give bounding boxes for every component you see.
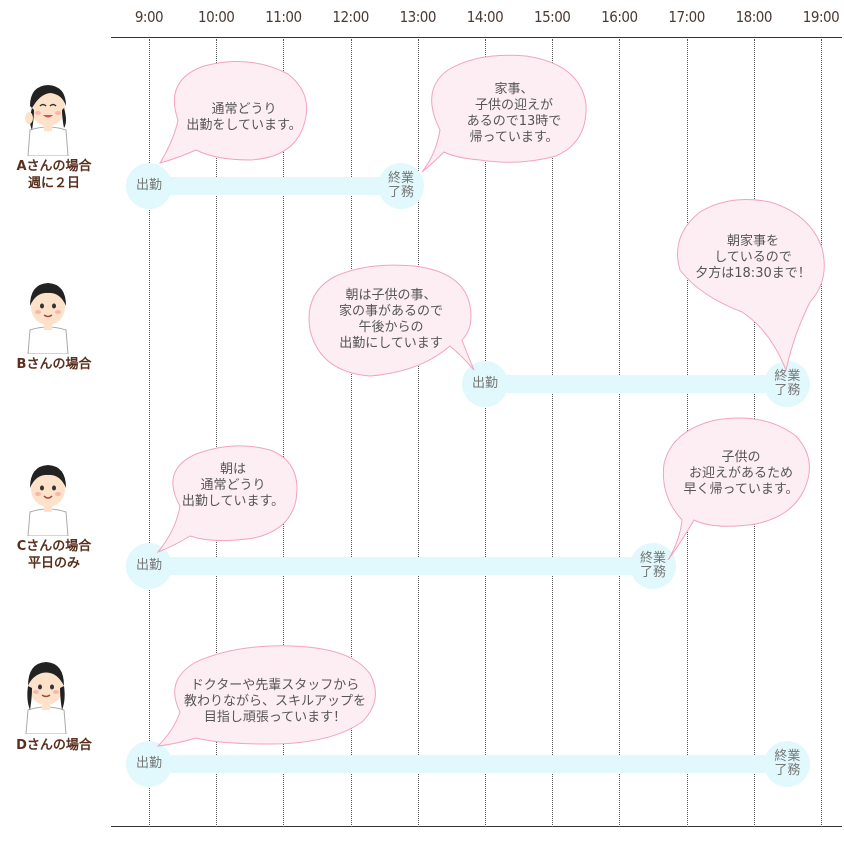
bubble-b2-text: 朝家事を しているので 夕方は18:30まで！ (695, 234, 811, 281)
hour-gridline (350, 39, 352, 827)
hour-label: 18:00 (735, 8, 773, 26)
avatar-c-icon (27, 465, 69, 536)
start-marker-d: 出勤 (126, 741, 172, 787)
bubble-c1-text: 朝は 通常どうり 出勤しています。 (181, 462, 285, 509)
hour-label: 12:00 (332, 8, 369, 26)
hour-gridline (149, 39, 150, 827)
top-axis-line (111, 37, 842, 38)
hour-gridline (821, 39, 822, 827)
hour-label: 11:00 (265, 8, 302, 26)
start-marker-c: 出勤 (126, 543, 172, 589)
bubble-a2-shape (421, 54, 587, 173)
avatar-a-icon (25, 85, 69, 156)
bubble-a1-shape (158, 61, 308, 164)
end-marker-c: 終業了務 (630, 543, 676, 589)
hour-label: 14:00 (466, 8, 504, 26)
hour-label: 13:00 (399, 8, 437, 26)
bubble-d1-text: ドクターや先輩スタッフから 教わりながら、スキルアップを 目指し頑張っています！ (183, 678, 366, 725)
hour-label: 17:00 (668, 8, 705, 26)
bubble-b2-shape (677, 199, 825, 372)
end-marker-b: 終業了務 (764, 361, 811, 407)
start-marker-b: 出勤 (462, 361, 508, 407)
person-label-d: Dさんの場合 (16, 738, 92, 753)
hour-label: 9:00 (134, 8, 164, 26)
start-marker-a: 出勤 (126, 163, 172, 209)
avatar-b-icon (27, 283, 69, 354)
shift-bar-c (149, 557, 653, 575)
person-label-b: Bさんの場合 (16, 357, 92, 372)
bubble-c2-text: 子供の お迎えがあるため 早く帰っています。 (683, 450, 799, 497)
bubble-d1-shape (156, 645, 376, 747)
hour-label: 10:00 (197, 8, 235, 26)
avatar-d-icon (25, 662, 67, 734)
shift-bar-b (485, 375, 788, 393)
hour-gridline (619, 39, 621, 827)
hour-gridline (485, 39, 486, 827)
bubble-a1-text: 通常どうり 出勤をしています。 (186, 102, 302, 133)
hour-label: 16:00 (601, 8, 638, 26)
hour-label: 19:00 (802, 8, 840, 26)
shift-bar-d (149, 755, 788, 773)
hour-gridline (552, 39, 554, 827)
hour-gridline (283, 39, 285, 827)
person-label-a: Aさんの場合 週に２日 (16, 159, 92, 191)
person-label-c: Cさんの場合 平日のみ (16, 539, 92, 571)
end-marker-a: 終業了務 (378, 163, 424, 209)
bubble-b1-shape (308, 264, 475, 377)
bubble-a2-text: 家事、 子供の迎えが あるので13時で 帰っています。 (466, 82, 562, 145)
bubble-c2-shape (662, 417, 810, 561)
end-marker-d: 終業了務 (764, 741, 811, 787)
bubble-c1-shape (156, 445, 298, 554)
bubble-b1-text: 朝は子供の事、 家の事があるので 午後からの 出勤にしています (338, 288, 443, 351)
shift-bar-a (149, 177, 401, 195)
hour-gridline (216, 39, 218, 827)
hour-label: 15:00 (533, 8, 571, 26)
bottom-axis-line (111, 826, 842, 827)
hour-gridline (417, 39, 419, 827)
